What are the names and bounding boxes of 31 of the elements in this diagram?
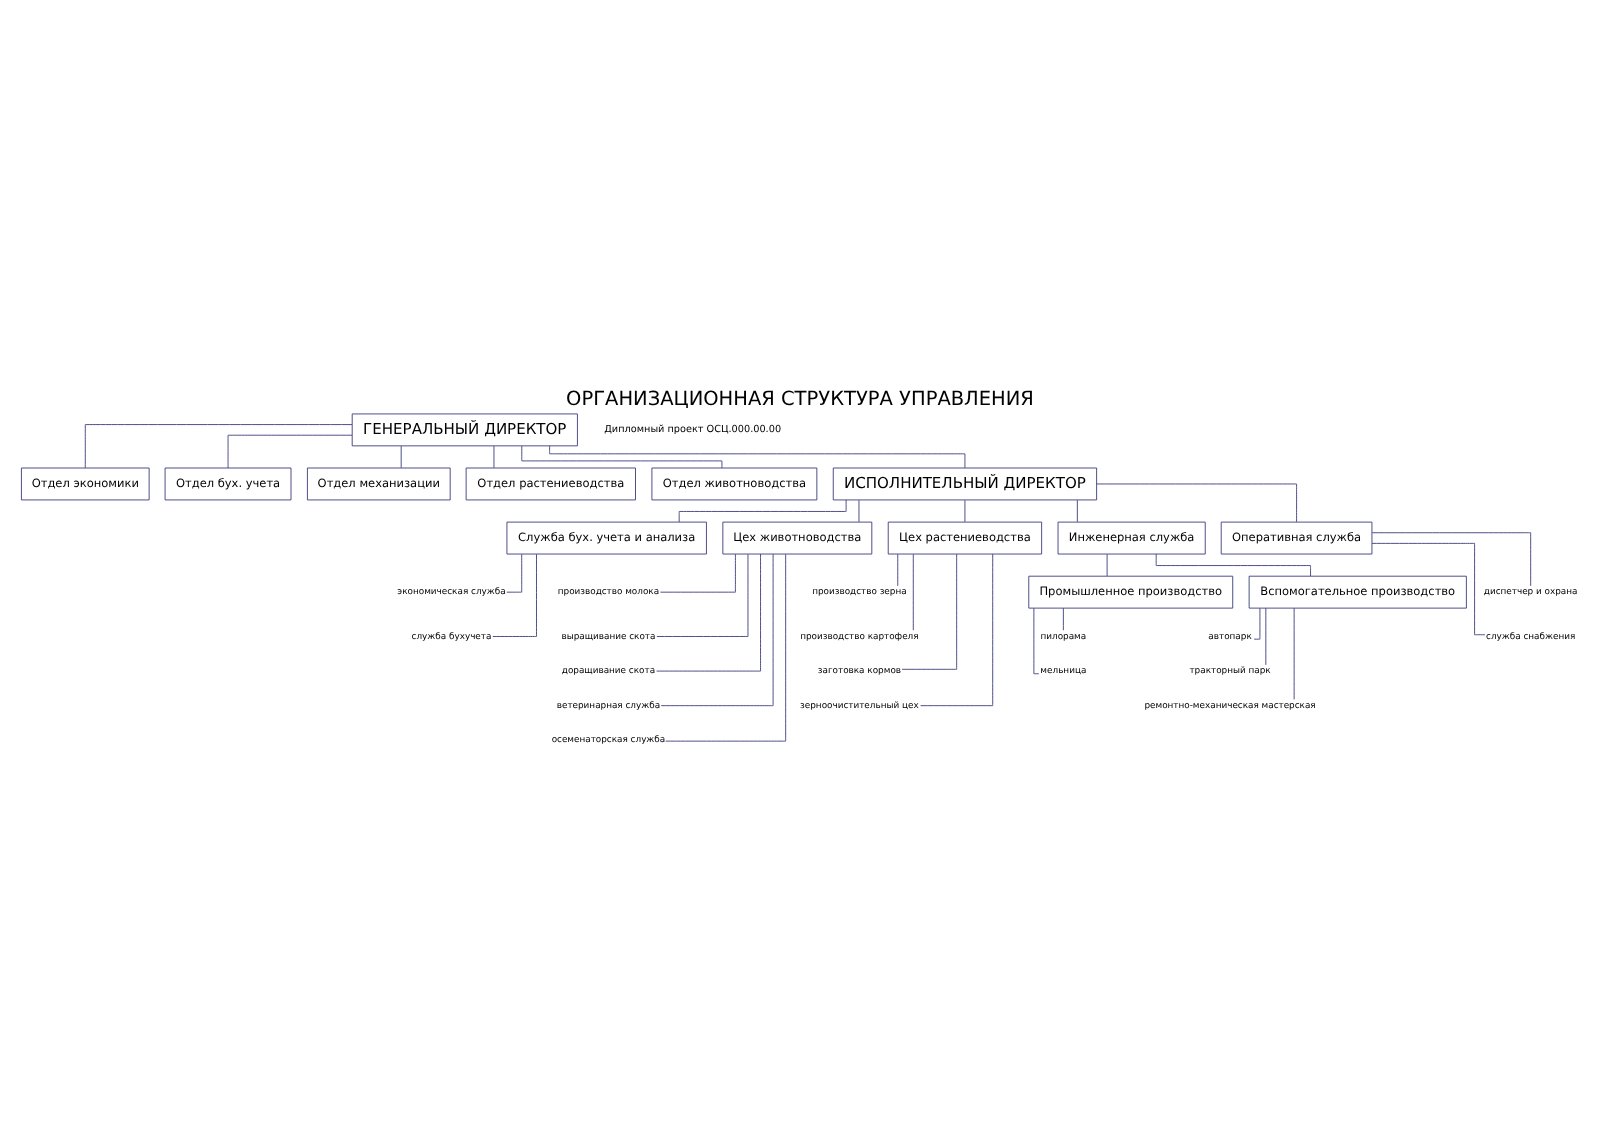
connector bbox=[521, 444, 723, 468]
connector bbox=[660, 552, 736, 592]
connector bbox=[1265, 606, 1267, 665]
connector bbox=[901, 552, 958, 669]
connector bbox=[1076, 498, 1078, 522]
connector bbox=[964, 498, 966, 522]
connector bbox=[660, 552, 774, 706]
connector bbox=[84, 423, 353, 468]
connector bbox=[1096, 482, 1298, 522]
connector bbox=[1155, 552, 1311, 576]
connector bbox=[1293, 606, 1295, 699]
connector bbox=[920, 552, 994, 706]
connector bbox=[1033, 606, 1040, 674]
connector bbox=[492, 552, 537, 636]
connector bbox=[493, 444, 495, 468]
connector bbox=[1253, 606, 1261, 639]
connector bbox=[665, 552, 787, 741]
diagram-title: ОРГАНИЗАЦИОННАЯ СТРУКТУРА УПРАВЛЕНИЯ bbox=[566, 387, 1034, 410]
connector bbox=[1371, 531, 1532, 586]
connector bbox=[549, 444, 966, 468]
connector bbox=[227, 433, 353, 468]
connector bbox=[678, 498, 847, 522]
connector bbox=[400, 444, 402, 468]
connector bbox=[506, 552, 523, 592]
connector bbox=[1106, 552, 1108, 576]
connector bbox=[1062, 606, 1064, 630]
connector bbox=[912, 552, 914, 630]
connector bbox=[656, 552, 749, 636]
connector bbox=[858, 498, 860, 522]
connector bbox=[897, 552, 899, 586]
connector bbox=[656, 552, 761, 671]
